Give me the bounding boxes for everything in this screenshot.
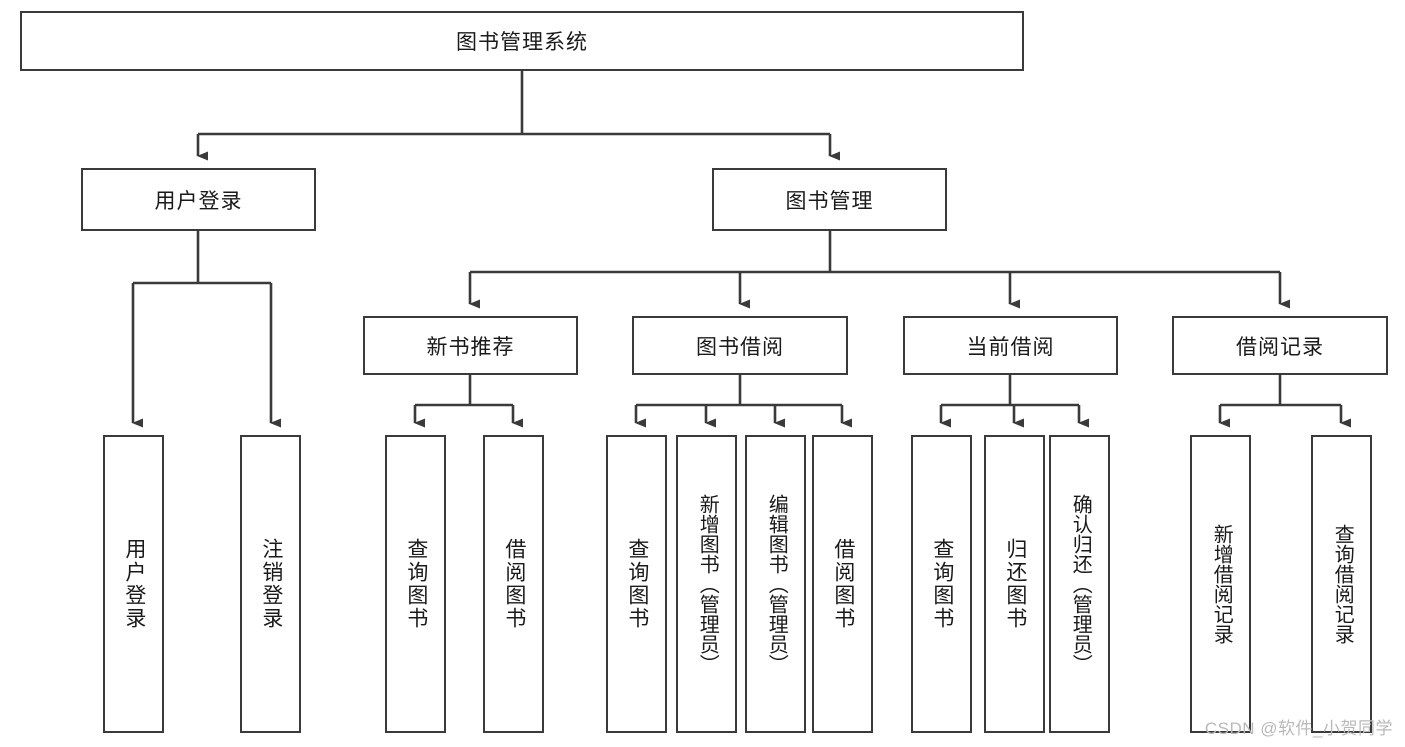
node-leaf-query-book-2[interactable]: 查询图书 bbox=[606, 435, 667, 733]
node-leaf-query-book-3[interactable]: 查询图书 bbox=[911, 435, 972, 733]
node-leaf-return-book[interactable]: 归还图书 bbox=[984, 435, 1045, 733]
node-new-book-recommend[interactable]: 新书推荐 bbox=[363, 316, 578, 375]
node-current-borrow[interactable]: 当前借阅 bbox=[903, 316, 1118, 375]
node-book-manage[interactable]: 图书管理 bbox=[712, 168, 947, 231]
node-leaf-user-login[interactable]: 用户登录 bbox=[103, 435, 164, 733]
csdn-watermark: CSDN @软件_小贺同学 bbox=[1204, 719, 1393, 738]
node-leaf-add-borrow-record[interactable]: 新增借阅记录 bbox=[1190, 435, 1251, 733]
node-leaf-borrow-book-2[interactable]: 借阅图书 bbox=[812, 435, 873, 733]
node-user-login[interactable]: 用户登录 bbox=[81, 168, 316, 231]
node-book-borrow[interactable]: 图书借阅 bbox=[632, 316, 848, 375]
node-leaf-query-book-1[interactable]: 查询图书 bbox=[385, 435, 446, 733]
node-root[interactable]: 图书管理系统 bbox=[20, 11, 1024, 71]
node-leaf-query-borrow-record[interactable]: 查询借阅记录 bbox=[1311, 435, 1372, 733]
node-leaf-user-logout[interactable]: 注销登录 bbox=[240, 435, 301, 733]
node-leaf-edit-book[interactable]: 编辑图书（管理员） bbox=[745, 435, 806, 733]
node-leaf-borrow-book-1[interactable]: 借阅图书 bbox=[483, 435, 544, 733]
node-borrow-record[interactable]: 借阅记录 bbox=[1172, 316, 1388, 375]
node-leaf-add-book[interactable]: 新增图书（管理员） bbox=[676, 435, 737, 733]
node-leaf-confirm-return[interactable]: 确认归还（管理员） bbox=[1049, 435, 1110, 733]
